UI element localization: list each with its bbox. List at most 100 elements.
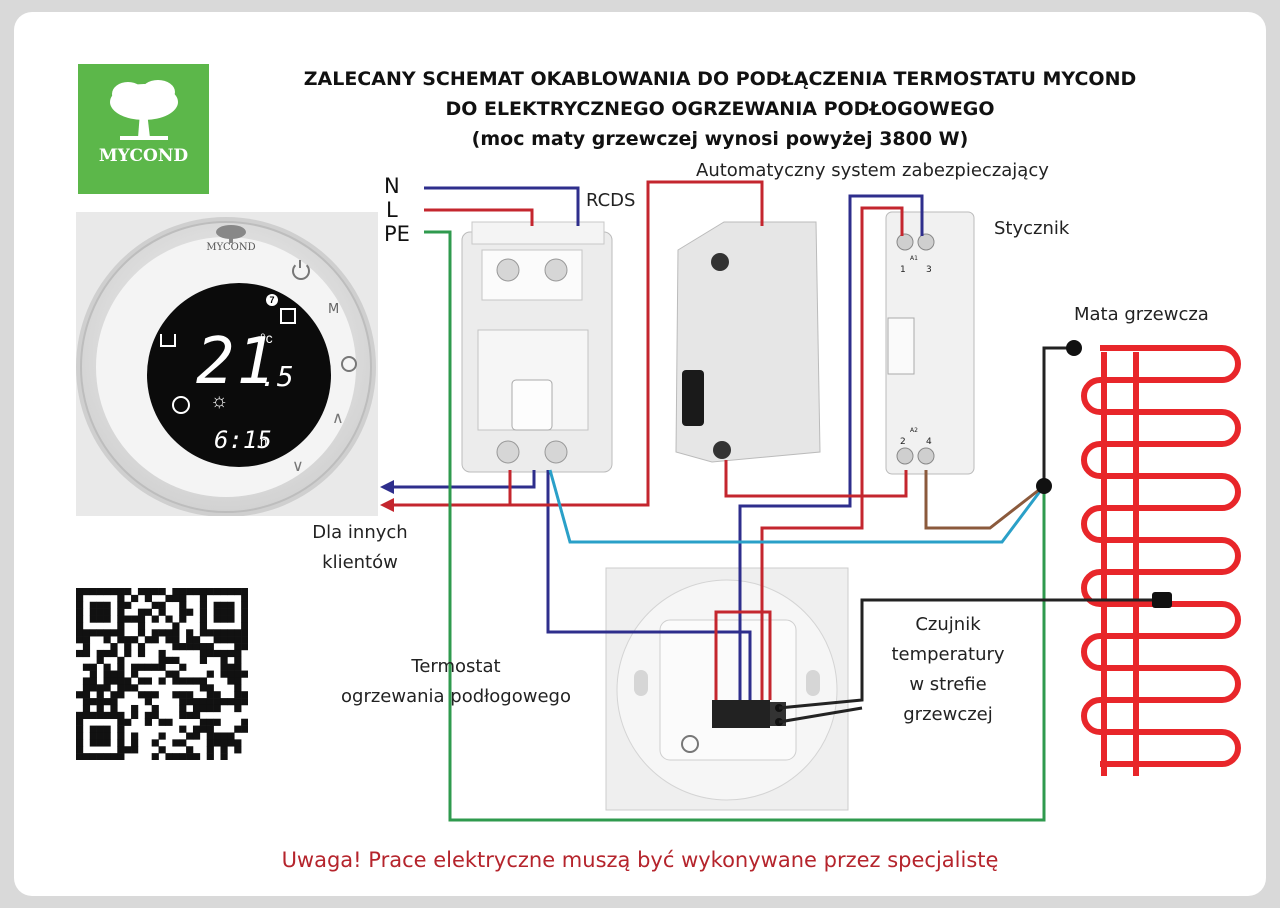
qr-module <box>151 739 159 747</box>
blue-wire-mat <box>548 469 1046 544</box>
qr-module <box>234 663 242 671</box>
qr-module <box>186 732 194 740</box>
qr-module <box>186 608 194 616</box>
program-number: 7 <box>266 294 278 306</box>
qr-module <box>89 629 97 637</box>
label-sensor-3: w strefie <box>909 674 987 695</box>
qr-module <box>241 588 248 596</box>
qr-module <box>227 629 235 637</box>
clock-button[interactable] <box>341 356 357 372</box>
qr-module <box>103 698 111 706</box>
power-button[interactable] <box>292 260 310 280</box>
qr-module <box>165 670 173 678</box>
qr-module <box>199 656 208 664</box>
qr-module <box>110 704 118 713</box>
qr-module <box>131 739 139 747</box>
sun-icon: ☼ <box>210 390 229 412</box>
qr-module <box>227 670 235 678</box>
thermostat-front-image: MYCOND M ∧ ∨ 7 21 .5 °c ☼ 6:15 h <box>76 212 378 517</box>
qr-module <box>179 691 187 699</box>
qr-module <box>144 677 152 685</box>
qr-module <box>186 643 194 651</box>
qr-module <box>172 629 180 637</box>
qr-module <box>206 725 214 733</box>
neutral-wire-thermostat <box>546 470 752 700</box>
qr-module <box>144 691 152 699</box>
qr-module <box>158 746 166 754</box>
qr-module <box>117 670 125 678</box>
contactor-terminal-3: 3 <box>926 265 932 275</box>
qr-module <box>165 718 173 726</box>
qr-module <box>234 725 242 733</box>
qr-module <box>234 704 242 713</box>
qr-module <box>165 636 173 644</box>
qr-module <box>76 601 84 609</box>
qr-module <box>82 643 91 651</box>
temperature-main: 21 <box>196 325 278 399</box>
qr-module <box>199 725 208 733</box>
qr-module <box>82 684 91 692</box>
qr-module <box>137 622 146 630</box>
qr-module <box>124 684 132 692</box>
qr-module <box>158 608 166 616</box>
qr-module <box>103 670 111 678</box>
label-mat: Mata grzewcza <box>1074 304 1209 325</box>
title-line-2: DO ELEKTRYCZNEGO OGRZEWANIA PODŁOGOWEGO <box>445 98 995 120</box>
qr-module <box>89 732 97 740</box>
qr-module <box>137 615 146 623</box>
qr-module <box>172 636 180 644</box>
qr-module <box>103 629 111 637</box>
qr-module <box>227 649 235 658</box>
qr-module <box>158 588 166 596</box>
qr-module <box>110 691 118 699</box>
qr-module <box>227 601 235 609</box>
qr-module <box>234 691 242 699</box>
label-thermostat-1: Termostat <box>411 656 501 677</box>
down-arrow-button[interactable]: ∨ <box>292 458 304 475</box>
qr-module <box>89 725 97 733</box>
qr-module <box>110 670 118 678</box>
qr-module <box>117 725 125 733</box>
up-arrow-button[interactable]: ∧ <box>332 410 344 427</box>
qr-module <box>76 725 84 733</box>
arrow-neutral-other <box>380 480 394 494</box>
qr-module <box>103 588 111 596</box>
qr-module <box>192 753 201 760</box>
qr-module <box>151 629 159 637</box>
qr-module <box>117 588 125 596</box>
heating-mat <box>1081 345 1241 767</box>
qr-module <box>241 615 248 623</box>
qr-module <box>241 622 248 630</box>
qr-module <box>172 691 180 699</box>
qr-module <box>76 711 84 720</box>
qr-module <box>206 670 214 678</box>
qr-module <box>89 601 97 609</box>
qr-module <box>117 663 125 671</box>
qr-module <box>179 643 187 651</box>
qr-module <box>179 677 187 685</box>
contactor-terminal-4: 4 <box>926 437 932 447</box>
qr-module <box>220 649 228 658</box>
qr-module <box>82 691 91 699</box>
qr-module <box>131 615 139 623</box>
qr-module <box>131 704 139 713</box>
qr-module <box>89 670 97 678</box>
qr-module <box>124 601 132 609</box>
circuit-breaker-device <box>675 221 821 463</box>
qr-module <box>96 684 104 692</box>
qr-module <box>241 643 248 651</box>
title-line-3: (moc maty grzewczej wynosi powyżej 3800 … <box>471 128 969 150</box>
qr-module <box>76 753 84 760</box>
menu-button[interactable]: M <box>328 302 340 317</box>
qr-module <box>137 663 146 671</box>
qr-module <box>213 718 221 726</box>
qr-module <box>124 677 132 685</box>
qr-module <box>131 636 139 644</box>
qr-module <box>220 629 228 637</box>
temperature-sensor <box>1152 592 1172 608</box>
label-breaker: Automatyczny system zabezpieczający <box>696 160 1049 181</box>
qr-module <box>117 739 125 747</box>
qr-module <box>103 663 111 671</box>
qr-module <box>199 649 208 658</box>
sensor-wire-2 <box>778 706 863 724</box>
